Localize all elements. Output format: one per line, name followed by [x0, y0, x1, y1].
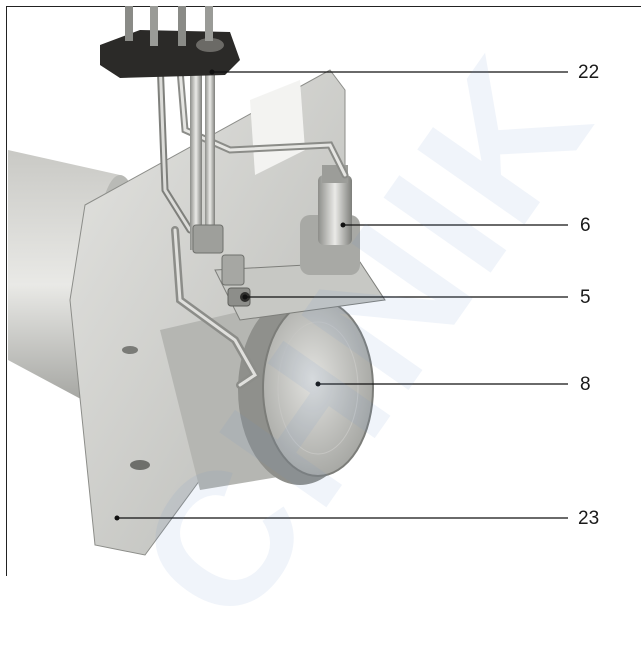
callout-label-23: 23: [578, 508, 600, 529]
fittings: [192, 224, 251, 307]
leader-dot-8: [315, 381, 321, 387]
leader-dot-22: [209, 69, 215, 75]
cable-gasket: [100, 6, 240, 78]
callout-label-8: 8: [580, 374, 591, 395]
burner-housing: [160, 295, 374, 490]
callout-label-5: 5: [580, 287, 591, 308]
callout-label-6: 6: [580, 215, 591, 236]
burner-photo: [8, 6, 568, 556]
burner-assembly-figure: CHNIK 22 6 5 8 23: [6, 6, 641, 659]
electrode-rods: [190, 60, 215, 250]
leader-dot-6: [340, 222, 346, 228]
oil-lines: [156, 56, 349, 389]
callout-label-22: 22: [578, 62, 600, 83]
figure-frame: [6, 6, 641, 576]
leader-dot-5: [242, 294, 248, 300]
leader-dot-23: [114, 515, 120, 521]
leader-lines: [117, 71, 568, 519]
